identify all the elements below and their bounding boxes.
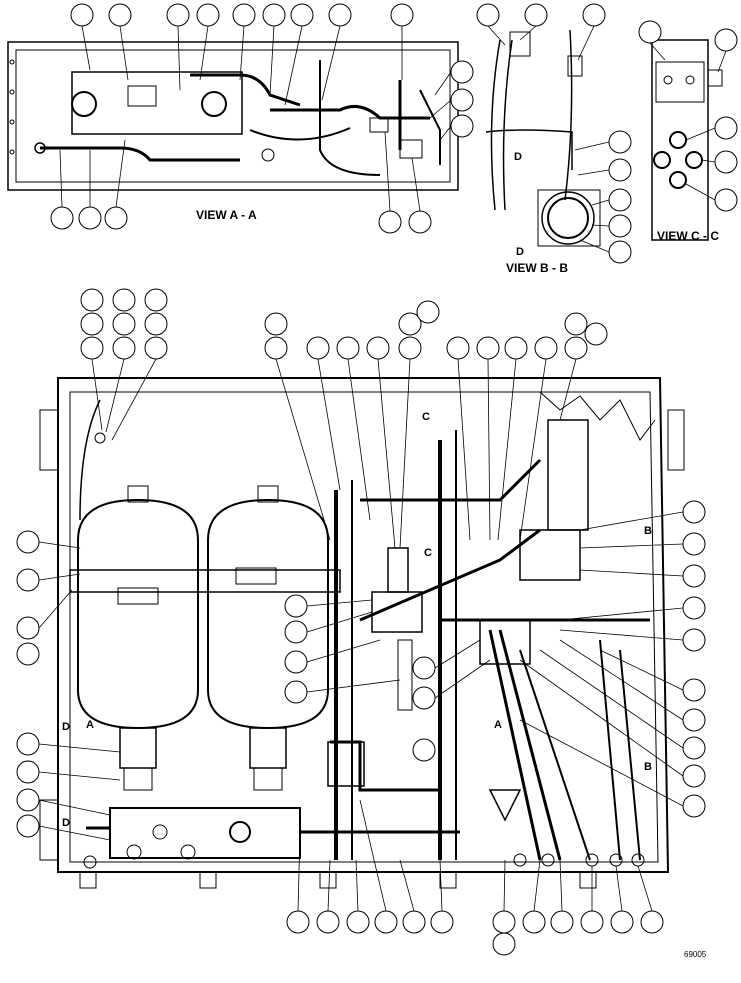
view-a-detail: VIEW A - A: [7, 3, 474, 234]
figure-number: 69005: [684, 950, 707, 959]
view-a-title: VIEW A - A: [196, 208, 257, 222]
accumulator-right: [207, 485, 329, 791]
view-b-title: VIEW B - B: [506, 261, 568, 275]
view-b-detail: D D VIEW B - B: [476, 3, 632, 275]
section-marker-a-left: A: [86, 719, 94, 731]
main-callouts: [16, 288, 706, 956]
view-c-detail: VIEW C - C: [638, 20, 738, 243]
section-marker-b-upper: B: [644, 525, 652, 537]
section-marker-d-lower: D: [62, 817, 70, 829]
section-marker-a-right: A: [494, 719, 502, 731]
section-marker-d-upper: D: [62, 721, 70, 733]
view-b-section-d-upper: D: [514, 151, 522, 163]
view-c-title: VIEW C - C: [657, 229, 719, 243]
accumulator-left: [77, 485, 199, 791]
view-b-section-d-lower: D: [516, 246, 524, 258]
main-assembly: A A B B C C D D: [16, 288, 707, 959]
section-marker-b-lower: B: [644, 761, 652, 773]
section-marker-c-lower: C: [424, 547, 432, 559]
section-marker-c-upper: C: [422, 411, 430, 423]
